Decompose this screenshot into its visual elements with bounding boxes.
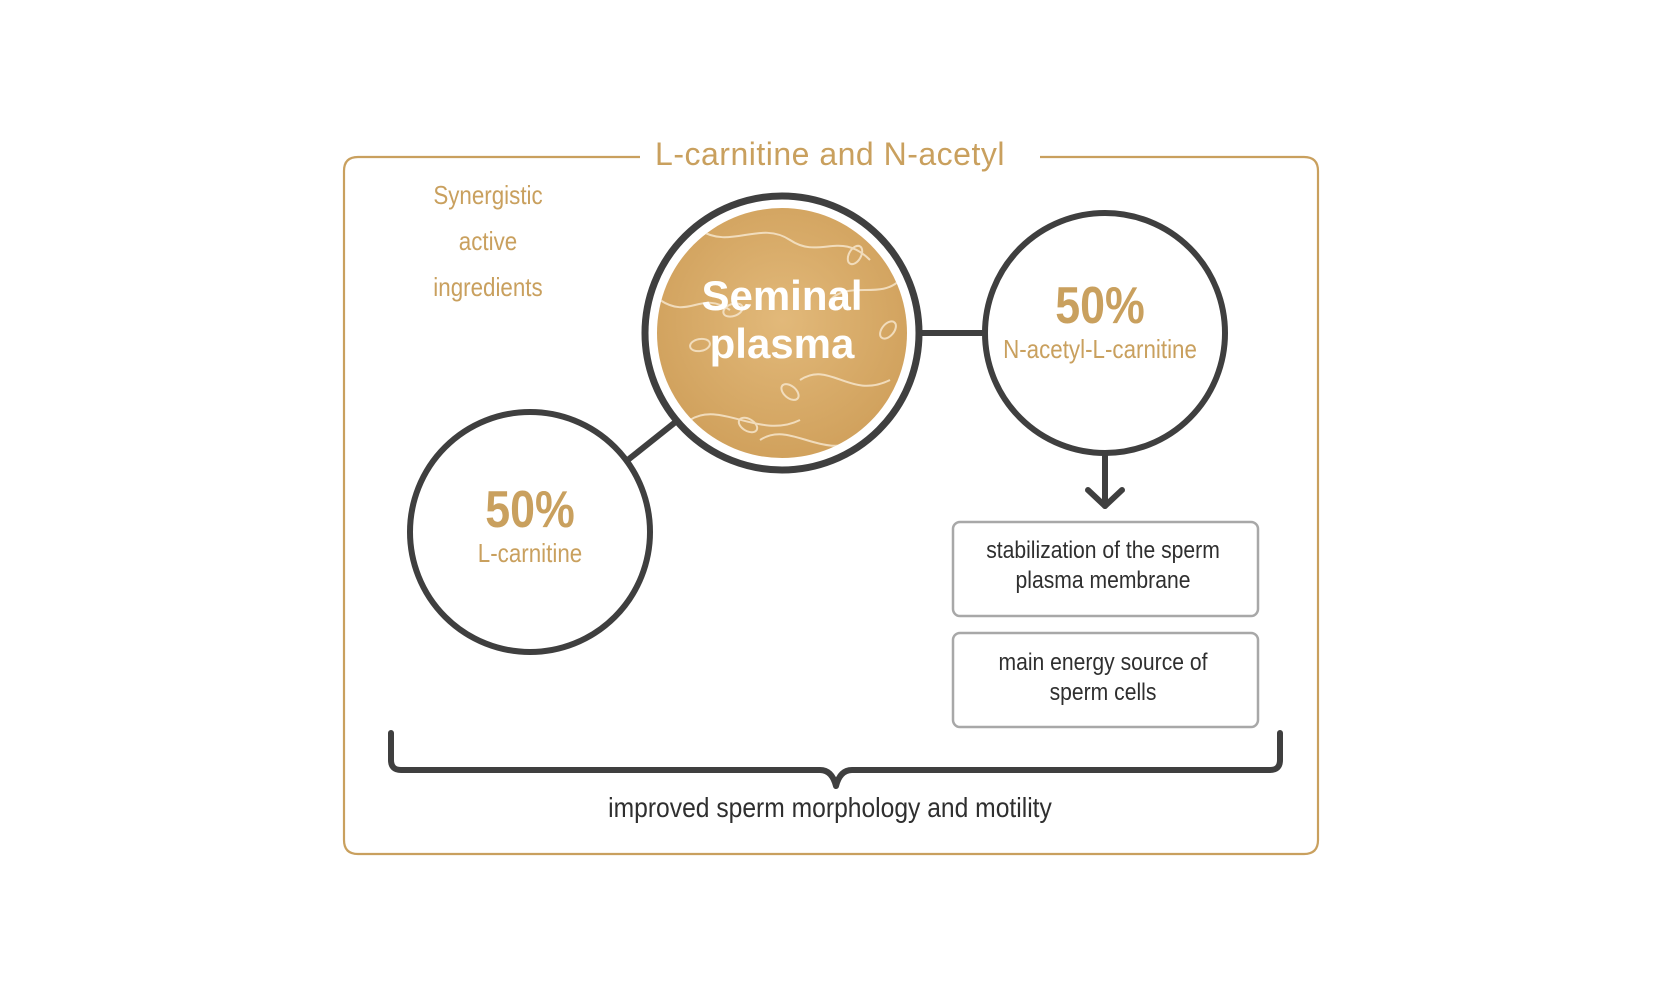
effect-1-text: stabilization of the sperm plasma membra… [986, 537, 1220, 594]
right-node-percent: 50% [1055, 277, 1145, 335]
effect-2-text: main energy source of sperm cells [998, 649, 1208, 706]
left-node-name: L-carnitine [477, 538, 583, 568]
center-node [641, 192, 923, 474]
effect-box-2 [951, 631, 1260, 729]
right-node-name: N-acetyl-L-carnitine [1003, 334, 1197, 364]
synergy-label: Synergistic active ingredients [433, 180, 543, 302]
effect-box-1 [951, 520, 1260, 618]
center-node-label: Seminal plasma [701, 272, 863, 367]
connector-center-left [622, 417, 680, 466]
curly-brace [388, 730, 1283, 789]
frame-title: L-carnitine and N-acetyl [640, 130, 1020, 178]
outcome-label: improved sperm morphology and motility [608, 792, 1052, 823]
arrow-down-icon [1085, 450, 1125, 509]
sperm-cells-icon [659, 229, 901, 447]
left-node-percent: 50% [485, 481, 575, 539]
frame-border [342, 155, 1320, 856]
left-node-circle [407, 409, 653, 655]
